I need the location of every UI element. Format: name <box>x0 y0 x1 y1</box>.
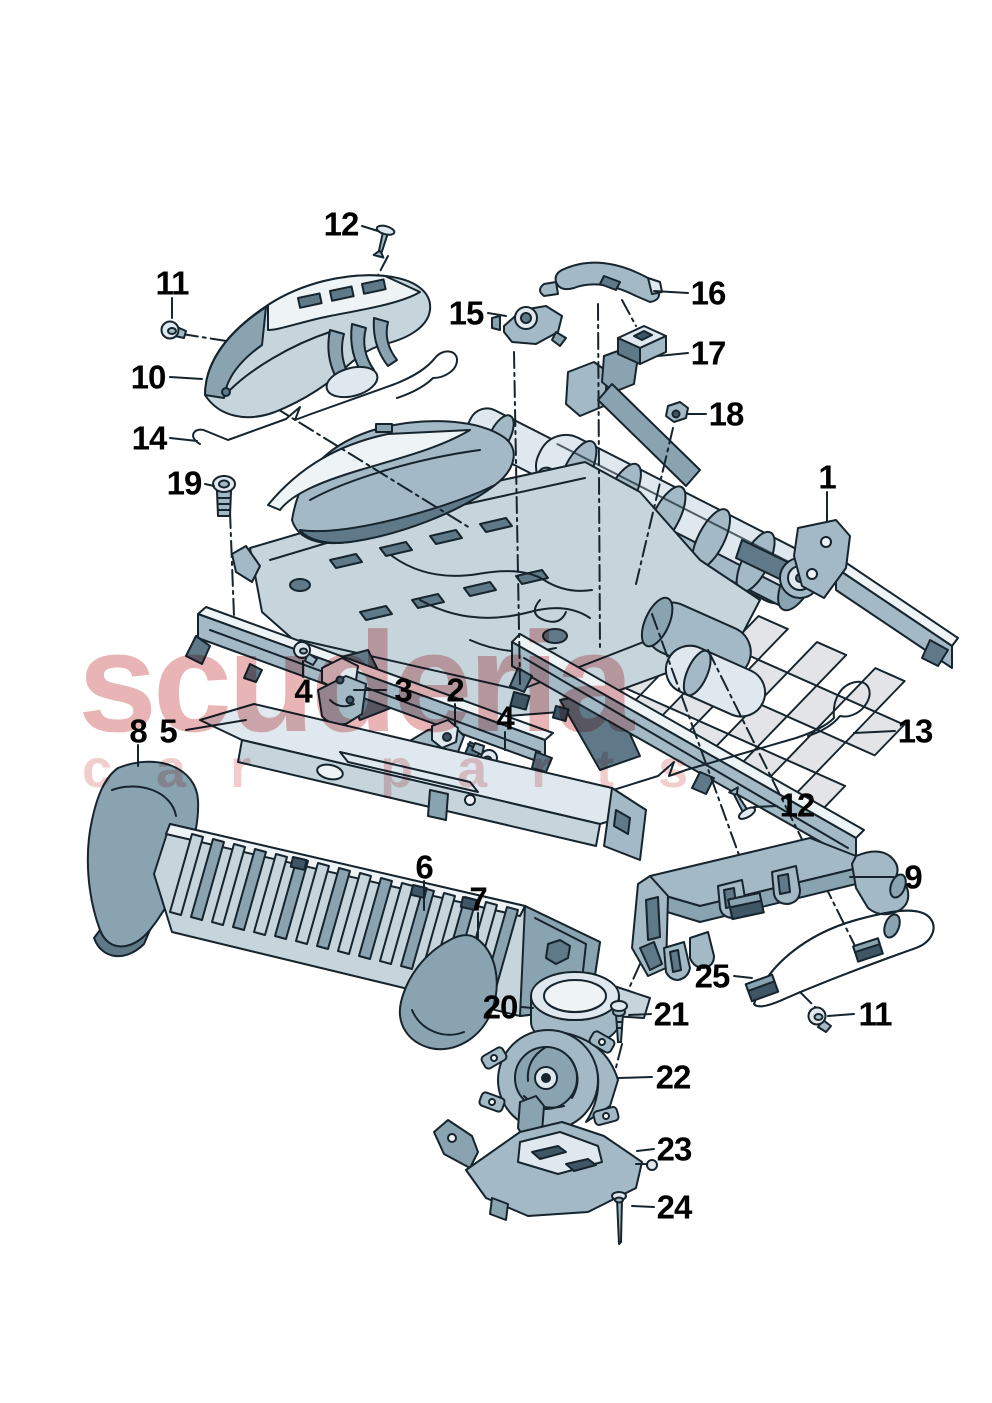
callout-22: 22 <box>655 1058 692 1096</box>
part-25-wire-loop <box>744 909 935 1008</box>
callout-3: 3 <box>394 671 412 709</box>
leader-line-19 <box>204 483 215 487</box>
leader-line-12 <box>361 225 379 232</box>
callout-11: 11 <box>858 995 893 1033</box>
callout-20: 20 <box>482 988 519 1026</box>
leader-line-22 <box>617 1076 653 1079</box>
leader-line-21 <box>628 1013 652 1016</box>
callout-21: 21 <box>653 995 690 1033</box>
callout-5: 5 <box>159 712 177 750</box>
screw-19 <box>212 475 236 517</box>
callout-24: 24 <box>656 1188 693 1226</box>
callout-13: 13 <box>897 712 934 750</box>
part-9-bracket <box>631 837 910 981</box>
callout-16: 16 <box>690 274 727 312</box>
callout-7: 7 <box>469 880 487 918</box>
callout-19: 19 <box>166 464 203 502</box>
callout-25: 25 <box>694 957 731 995</box>
leader-line-10 <box>169 376 203 380</box>
part-5-trim-panel <box>199 691 647 861</box>
part-15-sensor <box>491 305 567 347</box>
callout-23: 23 <box>656 1130 693 1168</box>
callout-12: 12 <box>323 205 360 243</box>
part-10-side-cover <box>204 274 432 419</box>
callout-6: 6 <box>415 848 433 886</box>
callout-1: 1 <box>818 458 836 496</box>
part-16-bracket <box>539 261 663 303</box>
callout-15: 15 <box>448 294 485 332</box>
part-17-module <box>617 325 667 365</box>
leader-line-11 <box>827 1013 855 1017</box>
pushpin-12-right <box>728 786 757 820</box>
leader-line-5 <box>185 719 247 731</box>
callout-11: 11 <box>155 264 190 302</box>
callout-2: 2 <box>446 671 464 709</box>
part-1-seat-frame <box>185 347 959 871</box>
leader-line-24 <box>631 1205 655 1208</box>
part-8-end-cap <box>86 760 200 958</box>
callout-4: 4 <box>496 699 514 737</box>
callout-4: 4 <box>294 672 312 710</box>
callout-10: 10 <box>130 358 167 396</box>
callout-18: 18 <box>708 395 745 433</box>
screw-24 <box>611 1191 627 1245</box>
screw-11-bottom <box>807 1006 832 1033</box>
leader-line-23 <box>636 1148 655 1152</box>
pushpin-12-top <box>372 224 396 259</box>
callout-14: 14 <box>131 419 168 457</box>
screw-4-left <box>293 641 318 666</box>
leader-line-12 <box>753 805 778 808</box>
leader-line-14 <box>169 437 198 442</box>
callout-9: 9 <box>904 858 922 896</box>
part-13-wire <box>587 680 871 812</box>
callout-8: 8 <box>129 712 147 750</box>
leader-line-15 <box>487 312 507 317</box>
leader-line-25 <box>733 975 753 979</box>
callout-17: 17 <box>690 334 727 372</box>
callout-12: 12 <box>779 786 816 824</box>
leader-line-13 <box>853 730 896 734</box>
leader-line-20 <box>520 1006 534 1009</box>
part-7-end-cap <box>398 934 498 1051</box>
part-14-wire <box>192 350 458 445</box>
screw-21 <box>610 1000 628 1043</box>
screw-11-top <box>160 320 187 340</box>
part-18-clip <box>665 401 689 423</box>
part-3-bracket <box>317 657 367 726</box>
leader-lines <box>137 225 896 1208</box>
leader-line-17 <box>657 352 689 357</box>
part-23-mounting-plate <box>433 1095 658 1221</box>
leader-line-16 <box>653 290 689 294</box>
